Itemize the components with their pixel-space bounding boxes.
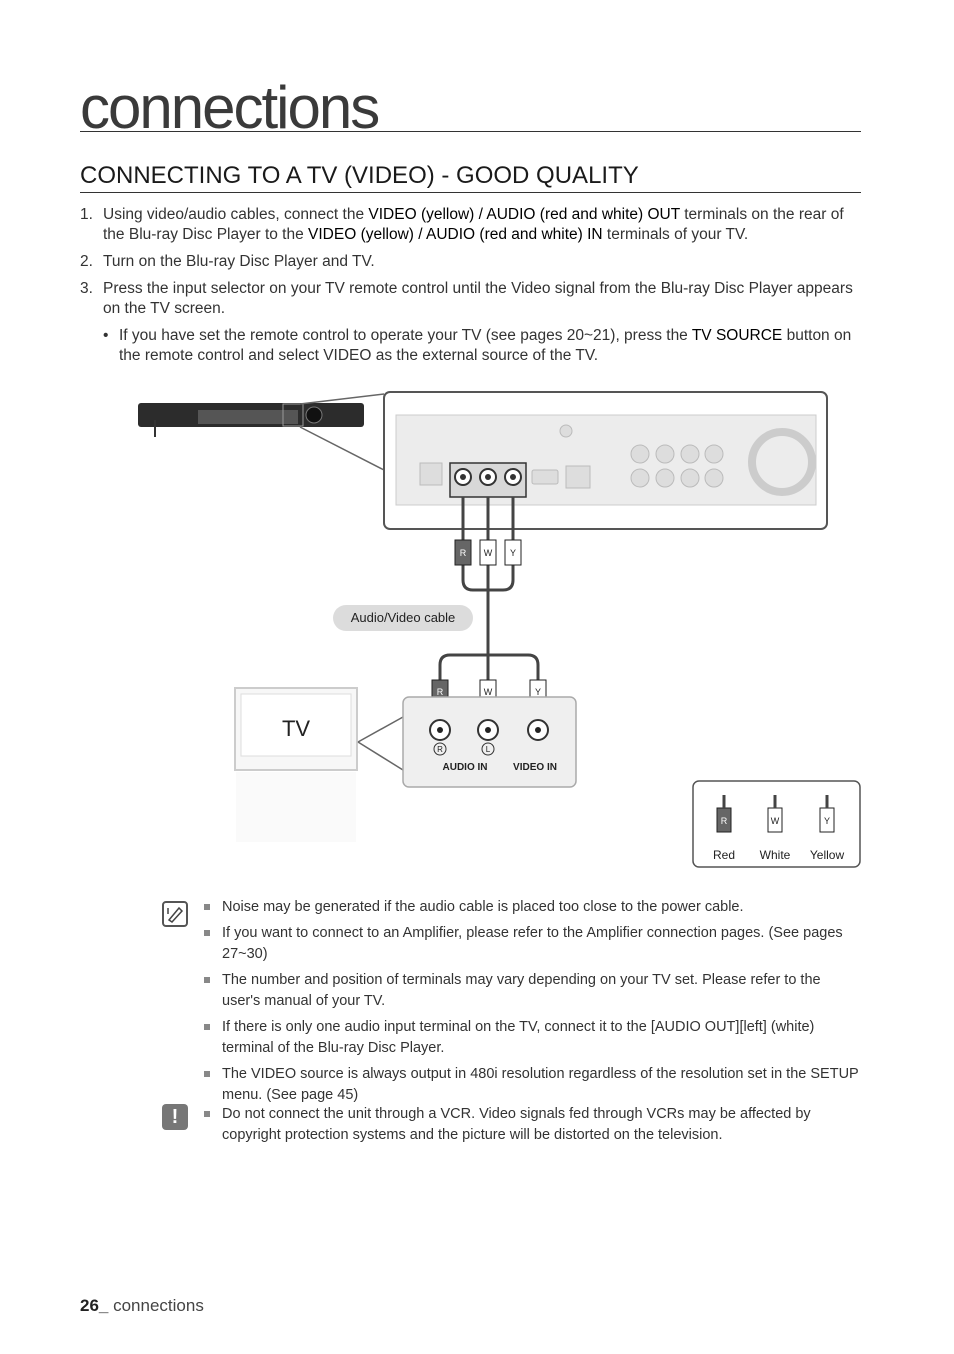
plug-y-label: Y xyxy=(510,548,516,558)
legend-letter: W xyxy=(771,816,780,826)
step-emphasis: VIDEO (yellow) / AUDIO (red and white) I… xyxy=(308,226,603,243)
rear-panel-zoom xyxy=(383,391,828,530)
step-3-subpoint: • If you have set the remote control to … xyxy=(80,326,861,366)
plug-y-label-2: Y xyxy=(535,687,541,697)
plug-legend: R W Y Red White Yellow xyxy=(692,780,861,868)
step-text: terminals on the rear of the Blu-ray Dis… xyxy=(103,206,844,243)
bluray-player-rear xyxy=(138,403,364,437)
step-3: 3. Press the input selector on your TV r… xyxy=(80,279,861,319)
cable-label: Audio/Video cable xyxy=(351,610,456,625)
plug-r-label-2: R xyxy=(437,687,444,697)
caution-icon: ! xyxy=(162,1104,188,1130)
legend-letter: R xyxy=(721,816,728,826)
bullet: • xyxy=(103,327,109,344)
note-item: The number and position of terminals may… xyxy=(202,970,862,1012)
step-emphasis: VIDEO (yellow) / AUDIO (red and white) O… xyxy=(368,206,680,223)
step-number: 2. xyxy=(80,253,93,270)
step-text: Press the input selector on your TV remo… xyxy=(103,280,853,317)
step-text: terminals of your TV. xyxy=(602,226,749,243)
step-1: 1. Using video/audio cables, connect the… xyxy=(80,205,861,245)
step-number: 3. xyxy=(80,280,93,297)
sub-text: If you have set the remote control to op… xyxy=(119,327,692,344)
chapter-title: connections xyxy=(80,74,380,141)
caution-list: Do not connect the unit through a VCR. V… xyxy=(202,1104,862,1151)
step-number: 1. xyxy=(80,206,93,223)
jack-l-label: L xyxy=(486,745,491,754)
note-item: The VIDEO source is always output in 480… xyxy=(202,1064,862,1106)
note-icon xyxy=(162,901,188,927)
jack-r-label: R xyxy=(437,745,443,754)
tv-illustration: TV xyxy=(234,687,358,842)
plug-w-label-2: W xyxy=(484,687,493,697)
cable-label-pill: Audio/Video cable xyxy=(333,605,473,631)
plugs-top: R W Y xyxy=(454,539,522,566)
note-item: If there is only one audio input termina… xyxy=(202,1017,862,1059)
legend-name: Yellow xyxy=(810,848,845,862)
section-rule xyxy=(80,192,861,193)
audio-in-label: AUDIO IN xyxy=(443,762,488,773)
section-title: CONNECTING TO A TV (VIDEO) - GOOD QUALIT… xyxy=(80,162,639,189)
note-item: Noise may be generated if the audio cabl… xyxy=(202,897,862,918)
page-number: 26_ xyxy=(80,1296,109,1315)
plugs-bottom: R W Y xyxy=(431,679,547,706)
cable-from-player xyxy=(438,497,540,680)
page-footer: 26_ connections xyxy=(80,1296,204,1316)
step-2: 2. Turn on the Blu-ray Disc Player and T… xyxy=(80,252,861,272)
steps-list: 1. Using video/audio cables, connect the… xyxy=(80,205,861,366)
sub-text: button on the remote control and select … xyxy=(119,327,852,364)
video-in-label: VIDEO IN xyxy=(513,762,557,773)
caution-item: Do not connect the unit through a VCR. V… xyxy=(202,1104,862,1146)
note-item: If you want to connect to an Amplifier, … xyxy=(202,923,862,965)
zoom-lines xyxy=(299,393,385,471)
tv-input-panel: R L AUDIO IN VIDEO IN xyxy=(402,696,577,788)
step-text: Turn on the Blu-ray Disc Player and TV. xyxy=(103,253,375,270)
plug-r-label: R xyxy=(460,548,467,558)
tv-zoom-line-2 xyxy=(357,741,404,771)
step-text: Using video/audio cables, connect the xyxy=(103,206,369,223)
note-list: Noise may be generated if the audio cabl… xyxy=(202,897,862,1111)
sub-emphasis: TV SOURCE xyxy=(691,327,783,344)
legend-name: Red xyxy=(713,848,735,862)
chapter-rule xyxy=(80,131,861,132)
tv-zoom-line-1 xyxy=(357,716,404,743)
footer-label: connections xyxy=(108,1296,204,1315)
legend-letter: Y xyxy=(824,816,830,826)
tv-label: TV xyxy=(282,716,310,741)
legend-name: White xyxy=(760,848,791,862)
plug-w-label: W xyxy=(484,548,493,558)
